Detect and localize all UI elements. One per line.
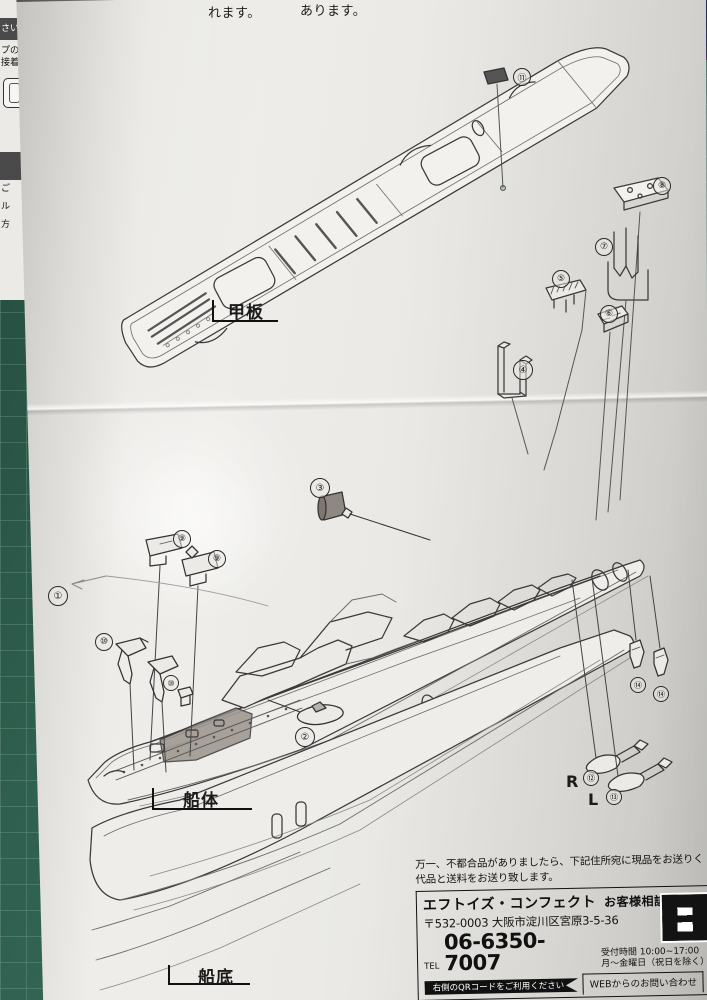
qr-code[interactable] bbox=[659, 892, 707, 944]
part-callout-4: ④ bbox=[513, 360, 533, 380]
company-name: エフトイズ・コンフェクト bbox=[422, 894, 597, 915]
hours-label: 受付時間 10:00~17:00 bbox=[600, 946, 700, 959]
top-cut-text-2: あります。 bbox=[300, 4, 367, 19]
top-cut-text-1: れます。 bbox=[208, 6, 261, 21]
business-hours: 受付時間 10:00~17:00 月～金曜日（祝日を除く） bbox=[600, 946, 707, 972]
tel-label: TEL bbox=[424, 961, 440, 973]
adjacent-page-text: 接着剤 bbox=[1, 58, 29, 68]
part-callout-13: ⑬ bbox=[606, 789, 622, 805]
side-mark-right: R bbox=[566, 772, 579, 791]
label-deck: 甲板 bbox=[228, 303, 264, 323]
side-mark-left: L bbox=[588, 790, 599, 809]
part-callout-8: ⑧ bbox=[653, 177, 671, 195]
contact-details-box: エフトイズ・コンフェクト お客様相談室 〒532-0003 大阪市淀川区宮原3-… bbox=[415, 885, 707, 1000]
part-callout-9-b: ⑨ bbox=[208, 550, 226, 568]
label-ship-bottom: 船底 bbox=[198, 968, 234, 988]
part-callout-7: ⑦ bbox=[595, 238, 613, 256]
tel-number: 06-6350-7007 bbox=[443, 928, 546, 976]
part-callout-3: ③ bbox=[310, 478, 330, 498]
part-callout-1: ① bbox=[48, 586, 68, 606]
adjacent-page-text: さい。 bbox=[1, 24, 29, 34]
part-callout-12: ⑫ bbox=[583, 770, 599, 786]
part-callout-10-a: ⑩ bbox=[95, 633, 113, 651]
part-callout-2: ② bbox=[295, 727, 315, 747]
customer-service-block: 万一、不都合品がありましたら、下記住所宛に現品をお送りく 代品と送料をお送り致し… bbox=[415, 852, 707, 1000]
part-callout-10-b: ⑩ bbox=[163, 675, 179, 691]
part-callout-11: ⑪ bbox=[513, 68, 531, 86]
adjacent-page-text: ル bbox=[1, 202, 11, 212]
hours-days: 月～金曜日（祝日を除く） bbox=[601, 957, 707, 970]
label-hull: 船体 bbox=[183, 791, 219, 811]
part-callout-9-a: ⑨ bbox=[173, 530, 191, 548]
adjacent-page-text: 方 bbox=[1, 220, 11, 230]
sheet-paper bbox=[16, 0, 707, 1000]
web-inquiry-label: WEBからのお問い合わせ bbox=[582, 971, 705, 996]
adjacent-page-text: プの bbox=[1, 46, 20, 56]
part-callout-14-a: ⑭ bbox=[630, 677, 646, 693]
part-callout-6: ⑥ bbox=[600, 305, 618, 323]
adjacent-page-text: ご bbox=[1, 184, 11, 194]
part-callout-14-b: ⑭ bbox=[653, 686, 669, 702]
part-callout-5: ⑤ bbox=[552, 270, 570, 288]
qr-instruction-banner: 右側のQRコードをご利用ください bbox=[424, 978, 578, 995]
